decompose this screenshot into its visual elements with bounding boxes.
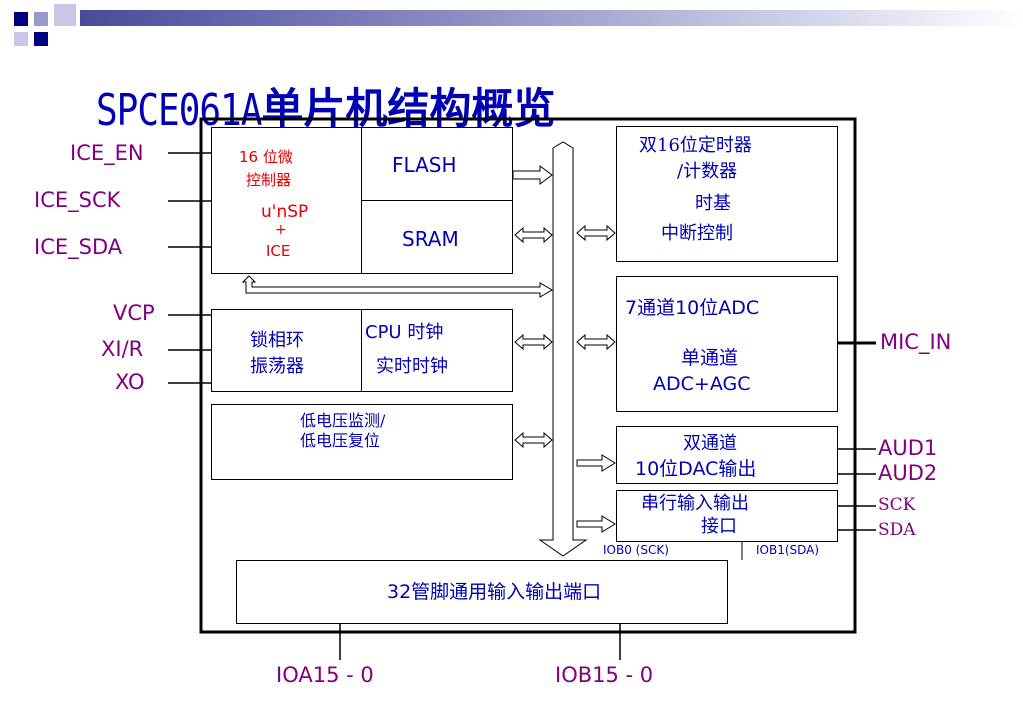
- lvd-block: 低电压监测/ 低电压复位: [211, 404, 513, 480]
- corner-square-4: [14, 32, 28, 46]
- arrow-adc: [576, 333, 616, 351]
- cpu-line2: 控制器: [246, 171, 292, 189]
- corner-square-1: [14, 12, 28, 26]
- dac-line2: 10位DAC输出: [635, 458, 757, 480]
- sio-line1: 串行输入输出: [641, 493, 749, 514]
- clock-line2: 实时时钟: [376, 356, 448, 377]
- title-cjk: 单片机结构概览: [261, 84, 556, 133]
- timer-block: 双16位定时器 /计数器 时基 中断控制: [616, 126, 838, 262]
- dac-line1: 双通道: [683, 433, 737, 454]
- pin-ice-en: ICE_EN: [70, 141, 144, 165]
- pin-sck: SCK: [878, 495, 916, 515]
- flash-label: FLASH: [392, 153, 457, 177]
- cpu-line5: ICE: [266, 242, 291, 260]
- gpio-label: 32管脚通用输入输出端口: [387, 581, 602, 603]
- arrow-timer: [576, 224, 616, 242]
- cpu-line3: u'nSP: [261, 202, 309, 222]
- gpio-block: 32管脚通用输入输出端口: [236, 560, 728, 624]
- sram-label: SRAM: [402, 227, 459, 251]
- arrow-flash: [512, 165, 553, 185]
- pin-ice-sda: ICE_SDA: [34, 235, 123, 259]
- pin-ioa: IOA15 - 0: [276, 663, 374, 687]
- lvd-line2: 低电压复位: [300, 431, 381, 450]
- pin-aud2: AUD2: [878, 461, 938, 485]
- central-bus: [538, 141, 588, 557]
- sram-block: SRAM: [361, 200, 513, 274]
- dac-block: 双通道 10位DAC输出: [616, 426, 838, 484]
- title-latin: SPCE061A: [96, 86, 262, 136]
- pin-iob: IOB15 - 0: [555, 663, 654, 687]
- adc-block: 7通道10位ADC 单通道 ADC+AGC: [616, 276, 838, 412]
- timer-line3: 时基: [695, 193, 731, 214]
- pll-line2: 振荡器: [250, 356, 304, 377]
- chip-outline: [199, 117, 857, 634]
- pin-vcp: VCP: [113, 301, 155, 325]
- arrow-sram: [514, 226, 553, 244]
- pin-aud1: AUD1: [878, 436, 938, 460]
- adc-line3: ADC+AGC: [653, 373, 751, 395]
- iob0-label: IOB0 (SCK): [603, 543, 669, 557]
- timer-line1: 双16位定时器: [639, 135, 752, 156]
- pin-mic-in: MIC_IN: [880, 330, 952, 354]
- sio-block: 串行输入输出 接口: [616, 490, 838, 542]
- arrow-lvd: [514, 431, 553, 449]
- pin-ice-sck: ICE_SCK: [34, 188, 121, 212]
- arrow-sio: [576, 515, 616, 533]
- cpu-line4: +: [275, 222, 287, 238]
- adc-line1: 7通道10位ADC: [625, 297, 760, 319]
- clock-line1: CPU 时钟: [365, 322, 444, 343]
- pin-xi-r: XI/R: [101, 337, 144, 361]
- arrow-cpu-bus: [241, 275, 553, 298]
- cpu-block: 16 位微 控制器 u'nSP + ICE: [211, 127, 363, 274]
- pll-line1: 锁相环: [250, 330, 304, 351]
- flash-block: FLASH: [361, 127, 513, 201]
- corner-square-2: [34, 12, 48, 26]
- lvd-line1: 低电压监测/: [300, 411, 386, 430]
- page-title: SPCE061A单片机结构概览: [96, 86, 555, 136]
- arrow-dac: [576, 454, 616, 472]
- cpu-line1: 16 位微: [239, 148, 293, 166]
- pin-sda: SDA: [878, 520, 916, 540]
- header-gradient-bar: [80, 10, 1023, 26]
- clock-block: CPU 时钟 实时时钟: [361, 309, 513, 392]
- arrow-clock: [514, 333, 553, 351]
- timer-line4: 中断控制: [661, 223, 733, 244]
- iob1-label: IOB1(SDA): [756, 543, 820, 557]
- pll-block: 锁相环 振荡器: [211, 309, 363, 392]
- timer-line2: /计数器: [677, 161, 738, 182]
- adc-line2: 单通道: [681, 347, 739, 369]
- pin-xo: XO: [115, 370, 145, 394]
- corner-square-5: [34, 32, 48, 46]
- sio-line2: 接口: [701, 516, 737, 537]
- corner-square-3: [54, 4, 76, 26]
